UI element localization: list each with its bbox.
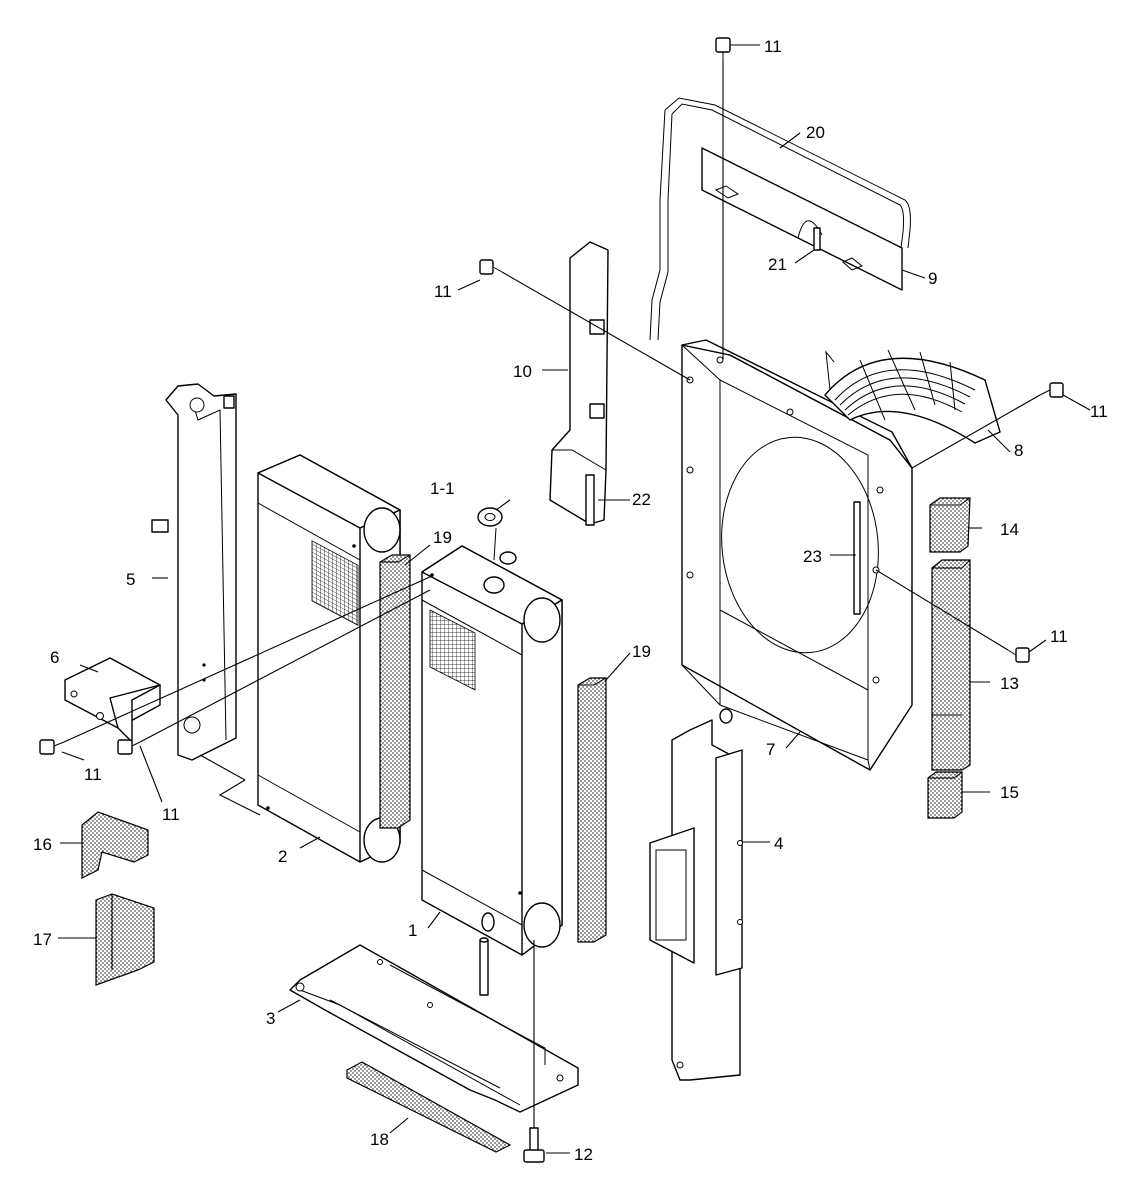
part-19-foam-front [577,677,607,943]
part-1-radiator [421,545,563,956]
part-16-foam [81,811,149,879]
label-19-rear: 19 [433,528,452,547]
label-11-right-upper: 11 [1090,402,1108,421]
label-5: 5 [126,570,135,589]
label-18: 18 [370,1130,389,1149]
label-11-right-lower: 11 [1050,627,1068,646]
label-8: 8 [1014,441,1023,460]
part-13-foam [931,559,971,771]
label-17: 17 [33,930,52,949]
label-3: 3 [266,1009,275,1028]
part-18-foam-bar [346,1061,512,1153]
label-13: 13 [1000,674,1019,693]
bolt-11-left-upper [479,259,503,275]
part-20-pipe [649,97,911,341]
label-11-left-1: 11 [84,765,102,784]
part-4-side-panel [649,708,743,1081]
bolt-11-top [715,37,731,62]
label-7: 7 [766,740,775,759]
label-11-left-2: 11 [162,805,180,824]
label-19-front: 19 [632,642,651,661]
part-7-fan-shroud [681,339,913,771]
part-1-1-cap [477,507,503,561]
bolt-12 [523,1127,545,1163]
label-11-left-upper: 11 [434,282,452,301]
part-2-cooler [257,454,401,863]
label-11-top: 11 [764,37,782,56]
label-2: 2 [278,847,287,866]
label-16: 16 [33,835,52,854]
part-17-foam [95,893,155,986]
leader-lines [58,44,1091,1154]
label-1: 1 [408,921,417,940]
part-9-shroud-plate [701,147,903,291]
label-6: 6 [50,648,59,667]
label-22: 22 [632,490,651,509]
label-9: 9 [928,269,937,288]
part-5-bracket [151,383,237,761]
bolt-11-left-2 [117,739,141,755]
label-10: 10 [513,362,532,381]
part-15-foam [927,771,963,819]
label-15: 15 [1000,783,1019,802]
label-20: 20 [806,123,825,142]
part-14-foam [929,497,971,553]
label-12: 12 [574,1145,593,1164]
label-4: 4 [774,834,783,853]
label-23: 23 [803,547,822,566]
label-14: 14 [1000,520,1019,539]
part-6-bracket [64,657,161,743]
bolt-11-left-1 [39,739,65,755]
drain-tube [479,937,489,996]
bolt-11-right-lower [1007,647,1030,663]
part-10-baffle [549,241,609,526]
part-3-base-plate [289,944,579,1113]
label-1-1: 1-1 [430,479,455,498]
bolt-11-right-upper [1039,382,1064,398]
label-21: 21 [768,255,787,274]
part-8-fan-guard [824,349,1001,444]
part-19-foam-rear [379,554,411,829]
